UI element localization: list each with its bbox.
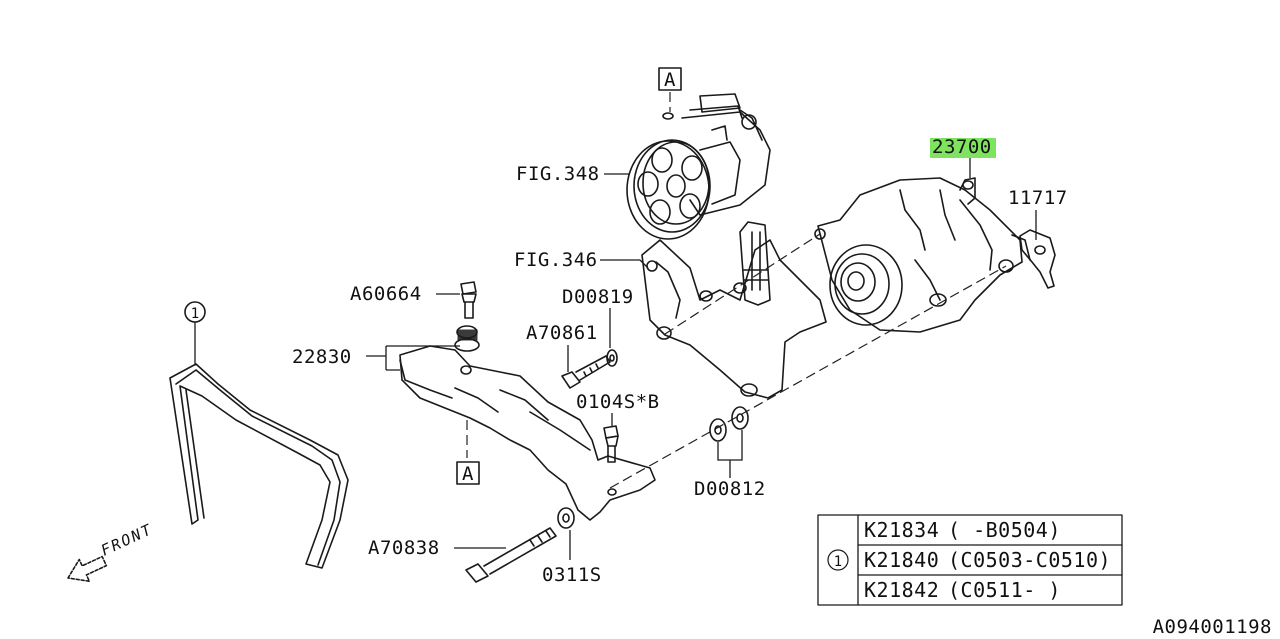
part-11717-plate: [1019, 229, 1056, 289]
ref-a-bottom-label: A: [462, 463, 474, 485]
alignment-line-upper: [664, 233, 821, 335]
washers-d00812: [709, 406, 749, 442]
part-23700-label[interactable]: 23700: [932, 136, 992, 158]
fig346-label: FIG.346: [514, 249, 598, 271]
power-steering-pump: [626, 93, 771, 240]
ref-a-bottom: A: [456, 461, 480, 485]
bolt-a70861: [561, 355, 611, 389]
diagram-id: A094001198: [1153, 616, 1272, 638]
p0104s-label[interactable]: 0104S*B: [576, 391, 660, 413]
table-row-2-part[interactable]: K21840: [864, 548, 939, 572]
d00812-label[interactable]: D00812: [694, 478, 766, 500]
washer-0311s: [557, 507, 575, 529]
table-row-1-range: ( -B0504): [948, 518, 1061, 542]
belt-ref-label: 1: [191, 306, 199, 322]
heat-shield-22830: [399, 345, 656, 521]
p0311s-label[interactable]: 0311S: [542, 564, 602, 586]
bolt-0104s: [603, 425, 619, 463]
part-11717-label[interactable]: 11717: [1008, 187, 1068, 209]
p22830-label[interactable]: 22830: [292, 346, 352, 368]
table-row-1-part[interactable]: K21834: [864, 518, 939, 542]
ref-a-top-label: A: [664, 69, 676, 91]
table-ref-label: 1: [834, 554, 842, 570]
cushion-22830: [454, 325, 480, 352]
table-row-2-range: (C0503-C0510): [948, 548, 1111, 572]
highlight-23700: [930, 138, 996, 158]
table-row-3-range: (C0511- ): [948, 578, 1061, 602]
d00819-label[interactable]: D00819: [562, 286, 634, 308]
a60664-label[interactable]: A60664: [350, 283, 422, 305]
alternator: [814, 177, 1031, 333]
alignment-line-lower: [609, 265, 1007, 489]
fig348-label: FIG.348: [516, 163, 600, 185]
bolt-a60664: [460, 281, 477, 319]
bolt-a70838: [465, 527, 557, 583]
parts-table: 1 K21834 ( -B0504) K21840 (C0503-C0510) …: [817, 514, 1123, 606]
ref-a-top: A: [658, 67, 682, 120]
belt-ref-circle: 1: [184, 301, 206, 323]
a70861-label[interactable]: A70861: [526, 322, 598, 344]
a70838-label[interactable]: A70838: [368, 537, 440, 559]
v-belt: [169, 363, 349, 569]
front-label: FRONT: [98, 520, 156, 560]
front-arrow-icon: [67, 555, 108, 583]
table-row-3-part[interactable]: K21842: [864, 578, 939, 602]
